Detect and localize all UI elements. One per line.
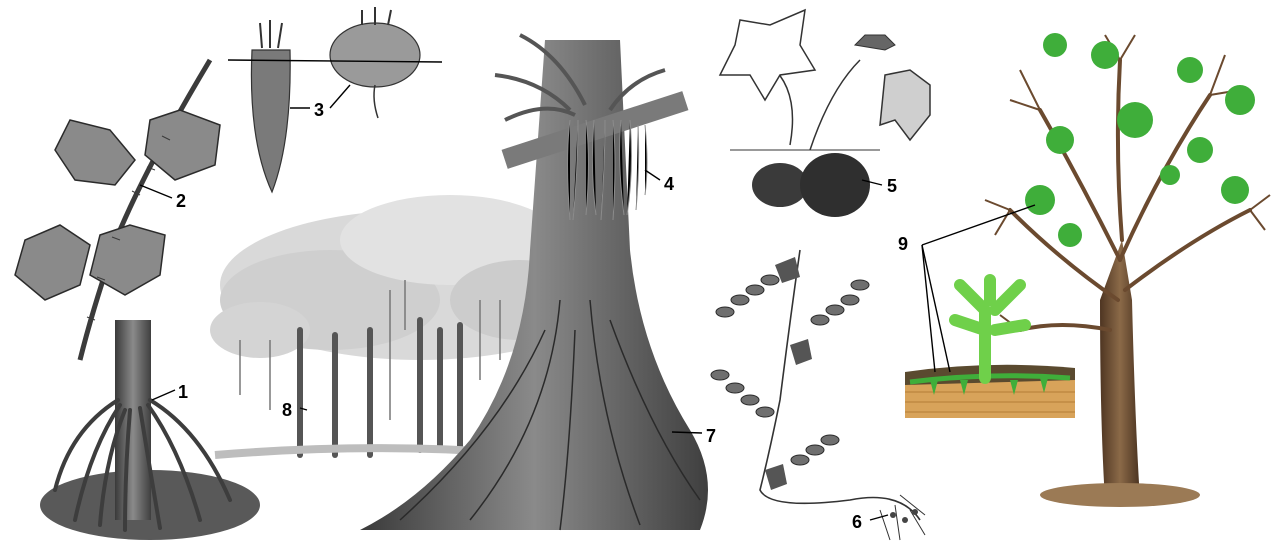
label-buttress-roots: 7 xyxy=(706,426,716,446)
label-aerial-roots: 4 xyxy=(664,174,674,194)
label-mistletoe-haustoria: 9 xyxy=(898,234,908,254)
prop-roots-illustration xyxy=(40,320,260,540)
storage-taproots-illustration xyxy=(228,7,442,192)
label-pea-root-nodules: 6 xyxy=(852,512,862,532)
mistletoe-host-tree-illustration xyxy=(985,33,1270,507)
mistletoe-leader-upper xyxy=(922,205,1035,245)
ivy-illustration xyxy=(15,60,220,360)
mistletoe-leader-lower-a xyxy=(922,245,935,372)
mistletoe-inset xyxy=(905,280,1075,418)
label-prop-roots: 1 xyxy=(178,382,188,402)
root-tubers-illustration xyxy=(720,10,930,217)
label-ivy-climbing-roots: 2 xyxy=(176,191,186,211)
pea-plant-illustration xyxy=(711,250,925,540)
label-root-tubers: 5 xyxy=(887,176,897,196)
mistletoe-leader-lower-b xyxy=(922,245,950,372)
label-banyan-pillar-roots: 8 xyxy=(282,400,292,420)
label-storage-taproots: 3 xyxy=(314,100,324,120)
